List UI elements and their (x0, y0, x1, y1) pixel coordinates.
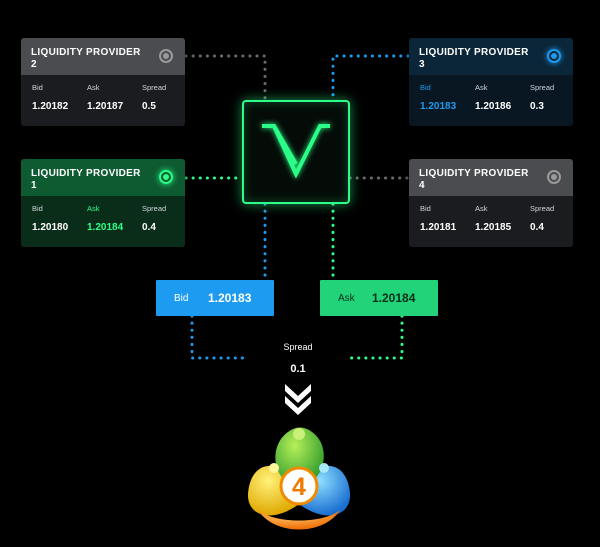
connector-lp3 (331, 54, 410, 102)
metatrader-4-icon: 4 (247, 427, 351, 530)
ask-value: 1.20184 (87, 222, 124, 233)
status-radio-icon (159, 170, 173, 184)
bid-value: 1.20183 (420, 101, 457, 112)
provider-card-body: Bid 1.20183 Ask 1.20186 Spread 0.3 (409, 75, 573, 126)
v-logo-icon (262, 124, 330, 179)
status-radio-icon (547, 49, 561, 63)
bid-label: Bid (32, 204, 43, 213)
aggregated-spread-value: 0.1 (290, 363, 306, 375)
aggregated-ask-box: Ask 1.20184 (320, 280, 438, 316)
spread-value: 0.5 (142, 101, 156, 112)
aggregated-ask-label: Ask (338, 292, 355, 304)
aggregator-hub (242, 100, 350, 204)
ask-label: Ask (475, 204, 488, 213)
aggregated-ask-value: 1.20184 (372, 291, 416, 305)
provider-card-1: LIQUIDITY PROVIDER 1 Bid 1.20180 Ask 1.2… (21, 159, 185, 247)
ask-label: Ask (87, 83, 100, 92)
spread-label: Spread (142, 83, 167, 92)
bid-value: 1.20180 (32, 222, 69, 233)
provider-card-3: LIQUIDITY PROVIDER 3 Bid 1.20183 Ask 1.2… (409, 38, 573, 126)
provider-card-body: Bid 1.20180 Ask 1.20184 Spread 0.4 (21, 196, 185, 247)
spread-label: Spread (530, 204, 555, 213)
double-chevron-down-icon (285, 384, 311, 415)
aggregated-spread-label: Spread (283, 342, 313, 352)
provider-card-4: LIQUIDITY PROVIDER 4 Bid 1.20181 Ask 1.2… (409, 159, 573, 247)
provider-title: LIQUIDITY PROVIDER 3 (419, 47, 529, 70)
ask-label: Ask (475, 83, 488, 92)
status-radio-icon (547, 170, 561, 184)
status-radio-icon (159, 49, 173, 63)
ask-label: Ask (87, 204, 100, 213)
aggregated-bid-value: 1.20183 (208, 291, 252, 305)
spread-value: 0.4 (142, 222, 156, 233)
ask-value: 1.20186 (475, 101, 512, 112)
provider-card-body: Bid 1.20182 Ask 1.20187 Spread 0.5 (21, 75, 185, 126)
aggregated-bid-label: Bid (174, 292, 189, 304)
spread-label: Spread (530, 83, 555, 92)
provider-card-header: LIQUIDITY PROVIDER 2 (21, 38, 185, 75)
spread-label: Spread (142, 204, 167, 213)
ask-value: 1.20185 (475, 222, 512, 233)
bid-label: Bid (420, 204, 431, 213)
ask-value: 1.20187 (87, 101, 124, 112)
provider-title: LIQUIDITY PROVIDER 4 (419, 168, 529, 191)
connector-ask-spread (344, 314, 404, 360)
bid-value: 1.20181 (420, 222, 457, 233)
bid-label: Bid (32, 83, 43, 92)
provider-card-header: LIQUIDITY PROVIDER 3 (409, 38, 573, 75)
provider-card-body: Bid 1.20181 Ask 1.20185 Spread 0.4 (409, 196, 573, 247)
connector-lp2 (184, 54, 267, 102)
spread-value: 0.4 (530, 222, 544, 233)
provider-card-2: LIQUIDITY PROVIDER 2 Bid 1.20182 Ask 1.2… (21, 38, 185, 126)
provider-title: LIQUIDITY PROVIDER 1 (31, 168, 141, 191)
connector-bid-spread (190, 314, 248, 360)
aggregated-bid-box: Bid 1.20183 (156, 280, 274, 316)
bid-label: Bid (420, 83, 431, 92)
provider-title: LIQUIDITY PROVIDER 2 (31, 47, 141, 70)
spread-value: 0.3 (530, 101, 544, 112)
platform-number: 4 (292, 473, 306, 501)
provider-card-header: LIQUIDITY PROVIDER 4 (409, 159, 573, 196)
bid-value: 1.20182 (32, 101, 69, 112)
provider-card-header: LIQUIDITY PROVIDER 1 (21, 159, 185, 196)
